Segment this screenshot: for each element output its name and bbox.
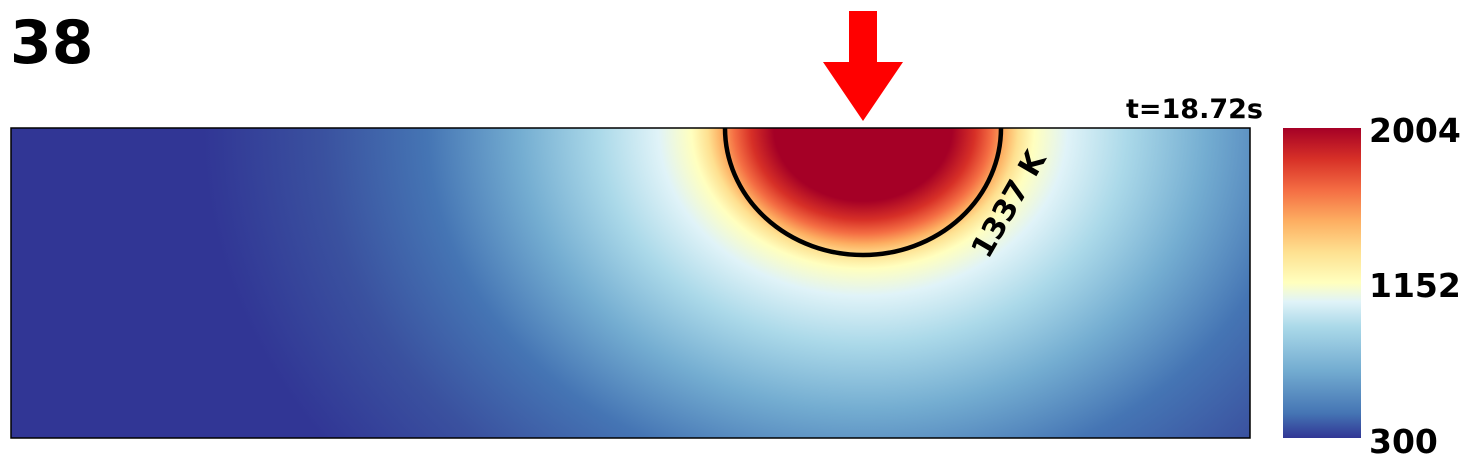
colorbar-min-label: 300 [1369, 422, 1438, 461]
domain-border [10, 127, 1251, 439]
colorbar-mid-label: 1152 [1369, 266, 1461, 305]
colorbar-max-label: 2004 [1369, 111, 1461, 150]
down-arrow-icon [823, 11, 903, 121]
temperature-field [11, 128, 1250, 438]
isotherm-contour [722, 128, 1004, 258]
frame-number: 38 [10, 8, 94, 78]
colorbar [1283, 128, 1361, 438]
time-label: t=18.72s [1126, 94, 1263, 125]
